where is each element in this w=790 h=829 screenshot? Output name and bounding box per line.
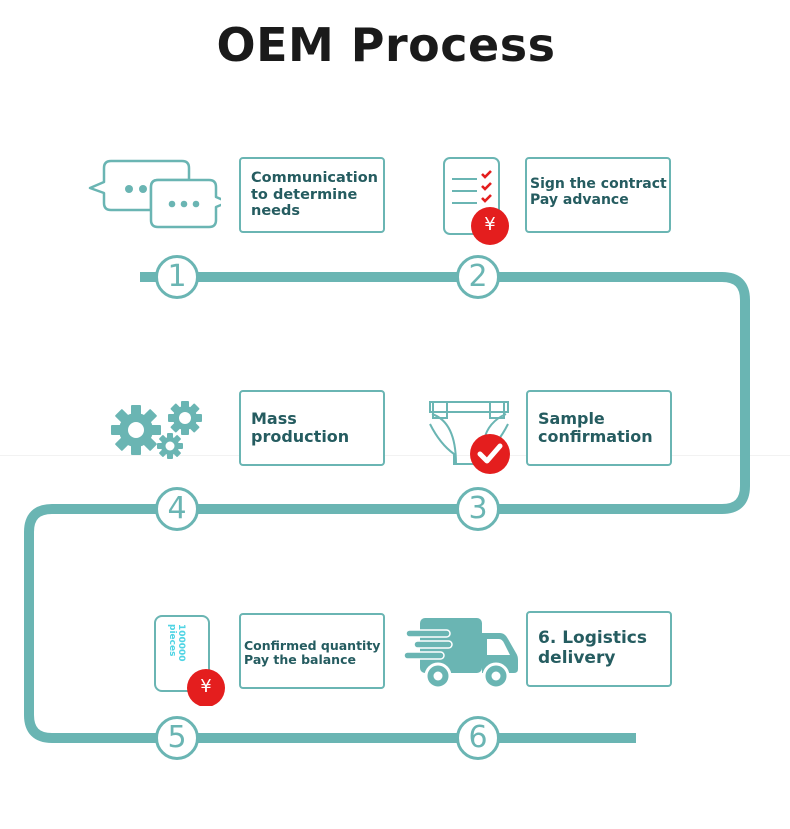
step-1-label: Communication to determine needs bbox=[251, 169, 379, 220]
step-number-5: 5 bbox=[155, 716, 199, 760]
diaper-check-icon bbox=[426, 398, 514, 478]
step-5-label-box: Confirmed quantity Pay the balance bbox=[239, 613, 385, 689]
step-4-label: Mass production bbox=[251, 408, 350, 446]
page-title: OEM Process bbox=[216, 18, 556, 72]
step-5-label: Confirmed quantity Pay the balance bbox=[244, 638, 381, 668]
step-number-1: 1 bbox=[155, 255, 199, 299]
quantity-card-yen-icon: 100000 pieces ¥ bbox=[153, 614, 229, 710]
track-line bbox=[24, 272, 750, 743]
step-number-4: 4 bbox=[155, 487, 199, 531]
delivery-truck-icon bbox=[403, 615, 522, 695]
step-3-label: Sample confirmation bbox=[538, 408, 653, 446]
step-6-label-box: 6. Logistics delivery bbox=[526, 611, 672, 687]
step-number-2: 2 bbox=[456, 255, 500, 299]
contract-checklist-yen-icon: ¥ bbox=[442, 156, 514, 250]
step-1-label-box: Communication to determine needs bbox=[239, 157, 385, 233]
step-4-label-box: Mass production bbox=[239, 390, 385, 466]
step-2-label: Sign the contract Pay advance bbox=[530, 176, 667, 209]
yen-badge: ¥ bbox=[484, 214, 496, 235]
step-6-label: 6. Logistics delivery bbox=[538, 628, 647, 668]
step-number-6: 6 bbox=[456, 716, 500, 760]
step-number-3: 3 bbox=[456, 487, 500, 531]
step-2-label-box: Sign the contract Pay advance bbox=[525, 157, 671, 233]
background-divider bbox=[0, 455, 790, 456]
gears-icon bbox=[110, 400, 205, 466]
quantity-text: 100000 pieces bbox=[166, 624, 186, 662]
chat-bubbles-icon bbox=[86, 158, 230, 234]
yen-badge: ¥ bbox=[200, 676, 212, 697]
step-3-label-box: Sample confirmation bbox=[526, 390, 672, 466]
